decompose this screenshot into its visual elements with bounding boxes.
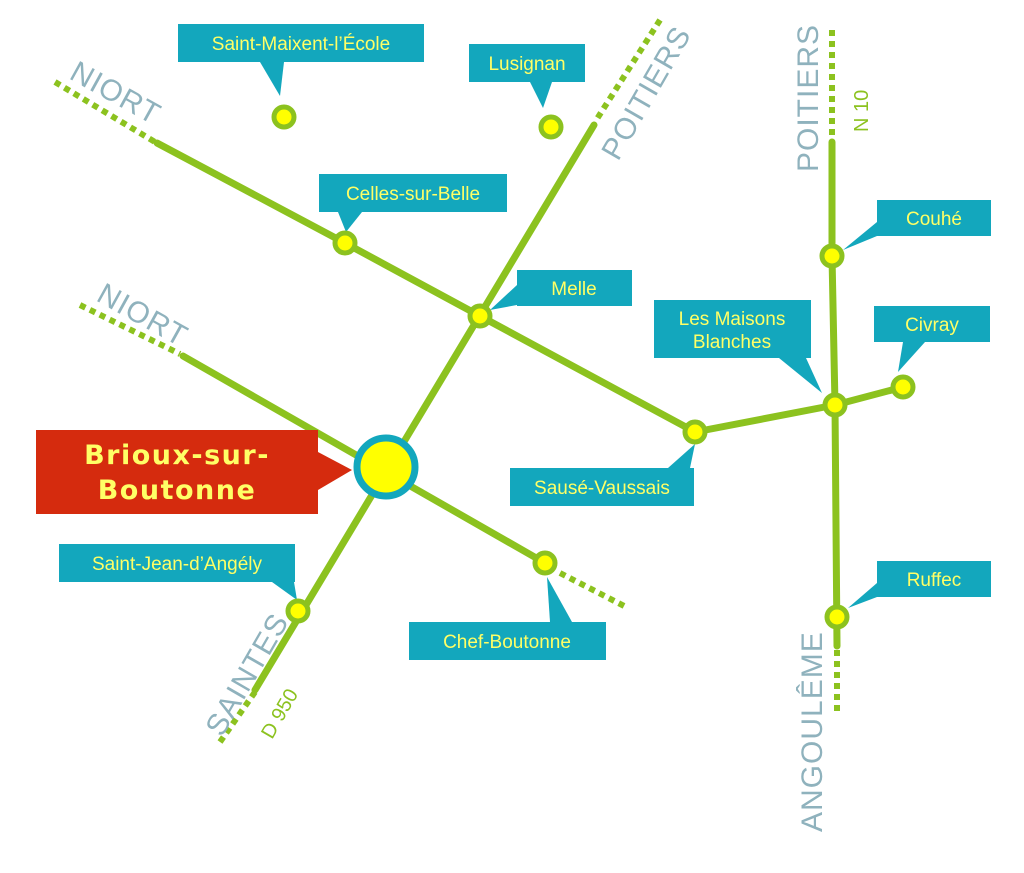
stop-saint-maixent-icon [271, 104, 297, 130]
label-pointer-celles-sur-belle [338, 212, 362, 232]
road-extension-niort-mid [78, 302, 182, 357]
stop-couhe-icon [819, 243, 845, 269]
town-label-celles-sur-belle: Celles-sur-Belle [346, 184, 480, 205]
label-pointer-melle [490, 285, 517, 310]
label-box-couhe [877, 200, 991, 236]
stop-civray-icon [890, 374, 916, 400]
direction-niort-mid: NIORT [92, 277, 194, 353]
label-box-melle [517, 270, 632, 306]
town-label-lusignan: Lusignan [488, 54, 565, 75]
town-label-saint-jean-d-angely: Saint-Jean-d’Angély [92, 554, 263, 575]
main-town-label-box [36, 430, 318, 514]
road-number-d950: D 950 [257, 685, 303, 742]
label-pointer-les-maisons-blanches [779, 358, 822, 393]
town-label-civray: Civray [905, 315, 959, 336]
label-pointer-chef-boutonne [547, 577, 572, 622]
road-extensions [53, 18, 840, 744]
label-box-lusignan [469, 44, 585, 82]
stop-lusignan-icon [538, 114, 564, 140]
town-label-melle: Melle [551, 279, 596, 300]
main-town-label-line1: Brioux-sur- [84, 440, 270, 471]
label-box-saint-maixent [178, 24, 424, 62]
town-label-les-maisons-2: Blanches [693, 332, 771, 353]
stop-ruffec-icon [824, 604, 850, 630]
label-pointer-lusignan [530, 82, 552, 108]
roads [153, 121, 907, 694]
direction-angouleme: ANGOULÊME [796, 631, 829, 832]
label-pointer-saint-jean-d-angely [272, 582, 297, 600]
label-box-civray [874, 306, 990, 342]
main-town-label-line2: Boutonne [98, 475, 257, 506]
road-number-n10: N 10 [851, 90, 873, 132]
town-label-couhe: Couhé [906, 209, 962, 230]
road-extension-niort-top [53, 79, 157, 145]
direction-poitiers-vert: POITIERS [792, 24, 825, 172]
road-n10 [828, 138, 841, 650]
main-town-callout: Brioux-sur- Boutonne [36, 430, 352, 514]
main-town-label-pointer [318, 452, 352, 490]
stop-melle-icon [467, 303, 493, 329]
label-box-sauze-vaussais [510, 468, 694, 506]
town-label-les-maisons-1: Les Maisons [679, 309, 786, 330]
label-box-les-maisons-blanches [654, 300, 811, 358]
label-pointer-ruffec [848, 583, 877, 608]
stop-celles-sur-belle-icon [332, 230, 358, 256]
town-label-saint-maixent: Saint-Maixent-l’École [212, 34, 390, 55]
label-pointer-sauze-vaussais [668, 444, 695, 468]
stops [271, 104, 916, 630]
road-poitiers-saintes [251, 121, 598, 694]
town-label-chef-boutonne: Chef-Boutonne [443, 632, 571, 653]
road-extension-chef-boutonne [558, 570, 630, 611]
label-box-celles-sur-belle [319, 174, 507, 212]
town-label-sauze-vaussais: Sausé-Vaussais [534, 478, 670, 499]
stop-chef-boutonne-icon [532, 550, 558, 576]
stop-saint-jean-d-angely-icon [285, 598, 311, 624]
town-labels: Saint-Maixent-l’École Lusignan Celles-su… [92, 34, 962, 653]
label-box-saint-jean-d-angely [59, 544, 295, 582]
main-stop-brioux-icon [353, 434, 419, 500]
road-extension-poitiers-diag [592, 18, 663, 124]
label-box-chef-boutonne [409, 622, 606, 660]
stop-les-maisons-blanches-icon [822, 392, 848, 418]
label-pointer-couhe [843, 222, 877, 250]
label-box-ruffec [877, 561, 991, 597]
label-pointer-saint-maixent [260, 62, 284, 96]
stop-sauze-vaussais-icon [682, 419, 708, 445]
town-label-ruffec: Ruffec [907, 570, 962, 591]
callouts [59, 24, 991, 660]
label-pointer-civray [898, 342, 925, 372]
